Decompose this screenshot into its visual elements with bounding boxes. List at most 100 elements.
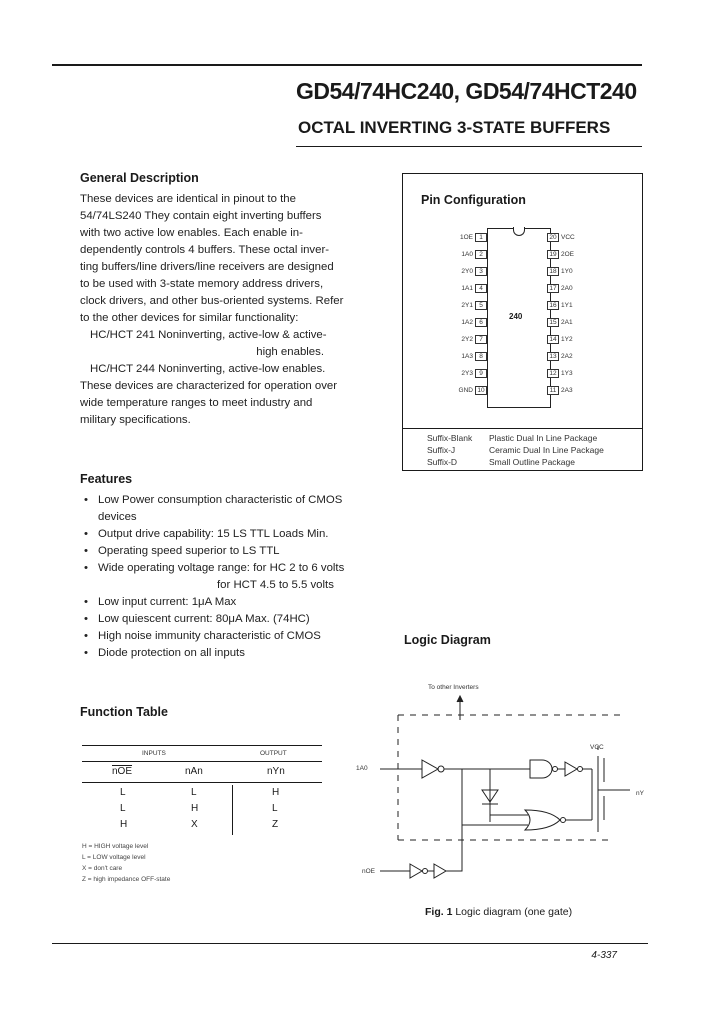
pin-name: 2A2 [561,353,573,360]
column-header-nan: nAn [185,766,203,777]
feature-item: Low Power consumption characteristic of … [80,492,370,509]
pin-number: 10 [475,386,487,395]
table-legend: H = HIGH voltage level L = LOW voltage l… [82,841,322,885]
pin-configuration-heading: Pin Configuration [421,193,526,207]
suffix-package: Plastic Dual In Line Package [489,433,598,443]
diode [481,789,499,805]
pin-name: 2A0 [561,285,573,292]
pin-number: 15 [547,318,559,327]
pin-name: 2Y1 [461,302,473,309]
feature-item: Wide operating voltage range: for HC 2 t… [80,560,370,577]
table-cell: H [272,787,280,798]
pin-name: 1OE [459,234,473,241]
suffix-table: Suffix-Blank Plastic Dual In Line Package… [427,432,604,468]
column-header-nyn: nYn [267,766,285,777]
pin-name: 2Y0 [461,268,473,275]
desc-line: high enables. [256,346,324,358]
document-title: GD54/74HC240, GD54/74HCT240 [296,78,637,104]
pin-number: 6 [475,318,487,327]
table-cell: L [272,803,278,814]
pin-name: 1A3 [461,353,473,360]
document-subtitle: OCTAL INVERTING 3-STATE BUFFERS [298,118,611,137]
enable-inverter-1 [409,863,423,879]
desc-line: clock drivers, and other bus-oriented sy… [80,295,344,307]
footer-rule [52,943,648,944]
pin-name: 1Y1 [561,302,573,309]
pin-number: 20 [547,233,559,242]
output-stage [591,756,630,832]
pin-number: 1 [475,233,487,242]
output-divider [232,785,233,835]
desc-line: HC/HCT 244 Noninverting, active-low enab… [90,363,326,375]
pin-name: 1A0 [461,251,473,258]
pin-name: 2Y2 [461,336,473,343]
desc-line: dependently controls 4 buffers. These oc… [80,244,330,256]
desc-line: ting buffers/line drivers/line receivers… [80,261,334,273]
desc-line: These devices are characterized for oper… [80,380,338,392]
suffix-code: Suffix-D [427,457,458,467]
pin-number: 4 [475,284,487,293]
output-inverter [564,761,578,777]
column-header-noe: nOE [112,766,133,777]
pin-number: 9 [475,369,487,378]
feature-item: Low input current: 1μA Max [80,594,370,611]
chip-notch [513,227,525,236]
suffix-code: Suffix-J [427,445,456,455]
legend-item: L = LOW voltage level [82,854,146,861]
pin-number: 13 [547,352,559,361]
table-cell: L [120,803,126,814]
general-description-heading: General Description [80,171,199,185]
chip-label: 240 [509,312,523,321]
pin-name: 1Y2 [561,336,573,343]
pin-name: 2A1 [561,319,573,326]
table-cell: H [120,819,128,830]
nor-gate [523,809,561,831]
suffix-divider [403,428,642,429]
table-cell: X [191,819,198,830]
legend-item: X = don't care [82,865,123,872]
figure-text: Logic diagram (one gate) [455,906,573,918]
logic-diagram [380,694,630,879]
suffix-code: Suffix-Blank [427,433,473,443]
suffix-package: Ceramic Dual In Line Package [489,445,604,455]
pin-name: 1A1 [461,285,473,292]
header-rule [82,782,322,783]
pin-name: 1A2 [461,319,473,326]
pin-number: 5 [475,301,487,310]
desc-line: military specifications. [80,414,191,426]
function-table-heading: Function Table [80,705,168,719]
pin-name: VCC [561,234,575,241]
features-heading: Features [80,472,133,486]
group-rule [82,761,322,762]
pin-number: 14 [547,335,559,344]
enable-label: nOE [362,868,376,875]
output-group-label: OUTPUT [260,750,287,757]
to-other-inverters-label: To other Inverters [428,684,479,691]
desc-line: to be used with 3-state memory address d… [80,278,324,290]
desc-line: to the other devices for similar functio… [80,312,299,324]
pin-number: 12 [547,369,559,378]
suffix-row: Suffix-Blank Plastic Dual In Line Package [427,432,604,444]
pin-number: 19 [547,250,559,259]
table-cell: H [191,803,199,814]
enable-inverter-2 [433,863,447,879]
general-description: These devices are identical in pinout to… [80,191,352,429]
desc-line: These devices are identical in pinout to… [80,193,296,205]
pin-number: 8 [475,352,487,361]
desc-line: 54/74LS240 They contain eight inverting … [80,210,322,222]
pin-number: 2 [475,250,487,259]
pin-name: GND [458,387,473,394]
pin-number: 3 [475,267,487,276]
output-label: nY [636,790,644,797]
figure-caption: Fig. 1 Logic diagram (one gate) [425,906,572,918]
table-cell: Z [272,819,279,830]
pin-name: 1Y3 [561,370,573,377]
pin-name: 2Y3 [461,370,473,377]
desc-line: HC/HCT 241 Noninverting, active-low & ac… [90,329,327,341]
feature-item-continued: devices [98,511,137,523]
vcc-label: VCC [590,744,604,751]
table-top-rule [82,745,322,746]
pin-number: 7 [475,335,487,344]
page-number: 4-337 [591,950,617,961]
